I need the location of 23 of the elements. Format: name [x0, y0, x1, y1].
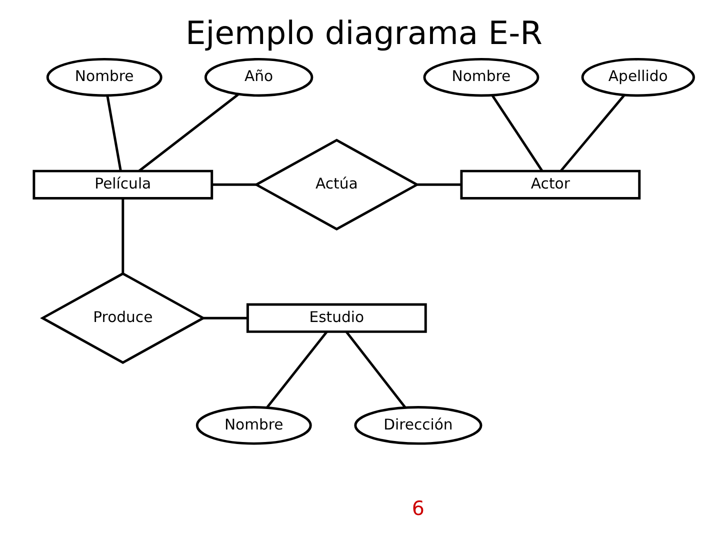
connector: [138, 94, 239, 172]
connector: [345, 331, 406, 408]
connector: [417, 183, 461, 186]
connector: [106, 96, 122, 172]
label: 6: [412, 497, 424, 520]
connector: [122, 198, 124, 274]
node-ellipse: Año: [204, 58, 314, 97]
node-box: Película: [32, 170, 214, 200]
node-box: Actor: [460, 170, 641, 200]
node-diamond: Actúa: [254, 138, 420, 231]
diagram-title: Ejemplo diagrama E-R: [186, 14, 542, 52]
connector: [560, 94, 625, 172]
node-ellipse: Nombre: [46, 58, 162, 97]
node-box: Estudio: [246, 303, 427, 333]
connector: [203, 316, 248, 320]
node-diamond: Produce: [40, 272, 206, 364]
connector: [212, 183, 256, 186]
connector: [266, 331, 328, 408]
connector: [491, 94, 544, 172]
node-ellipse: Nombre: [423, 58, 540, 97]
node-ellipse: Apellido: [581, 58, 695, 97]
node-ellipse: Nombre: [196, 406, 312, 445]
node-ellipse: Dirección: [354, 406, 482, 445]
